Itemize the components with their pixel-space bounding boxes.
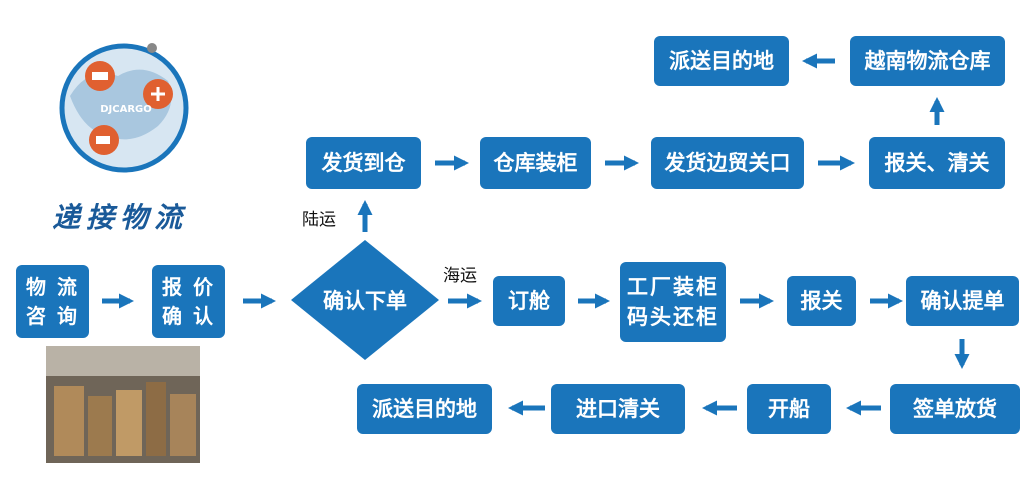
step-import-clearance: 进口清关: [551, 384, 685, 434]
decision-diamond: [291, 240, 439, 360]
step-consult: 物 流 咨 询: [16, 265, 89, 338]
step-border-port: 发货边贸关口: [651, 137, 804, 189]
step-deliver-sea: 派送目的地: [357, 384, 492, 434]
step-quote-l2: 确 认: [162, 303, 215, 328]
step-factory-loading: 工厂装柜 码头还柜: [620, 262, 726, 342]
globe-logo: DJCARGO: [59, 43, 189, 173]
label-sea: 海运: [443, 266, 477, 286]
step-consult-l2: 咨 询: [26, 303, 79, 328]
label-land: 陆运: [302, 210, 336, 230]
step-ship-to-warehouse: 发货到仓: [306, 137, 421, 189]
step-customs-clearance: 报关、清关: [869, 137, 1005, 189]
step-factory-l2: 码头还柜: [627, 305, 719, 329]
step-quote: 报 价 确 认: [152, 265, 225, 338]
step-sail: 开船: [747, 384, 831, 434]
step-vietnam-warehouse: 越南物流仓库: [850, 36, 1005, 86]
step-release: 签单放货: [890, 384, 1020, 434]
step-quote-l1: 报 价: [162, 274, 215, 299]
step-factory-l1: 工厂装柜: [627, 274, 719, 299]
step-consult-l1: 物 流: [26, 274, 79, 299]
confirm-order-label: 确认下单: [323, 289, 407, 313]
logo-tagline: 递接物流: [52, 201, 189, 234]
step-confirm-bl: 确认提单: [906, 276, 1019, 326]
step-book-space: 订舱: [493, 276, 565, 326]
step-deliver-land: 派送目的地: [654, 36, 789, 86]
logo-brand: DJCARGO: [100, 104, 152, 115]
step-declare: 报关: [787, 276, 856, 326]
step-warehouse-loading: 仓库装柜: [480, 137, 591, 189]
warehouse-photo: [46, 346, 200, 463]
